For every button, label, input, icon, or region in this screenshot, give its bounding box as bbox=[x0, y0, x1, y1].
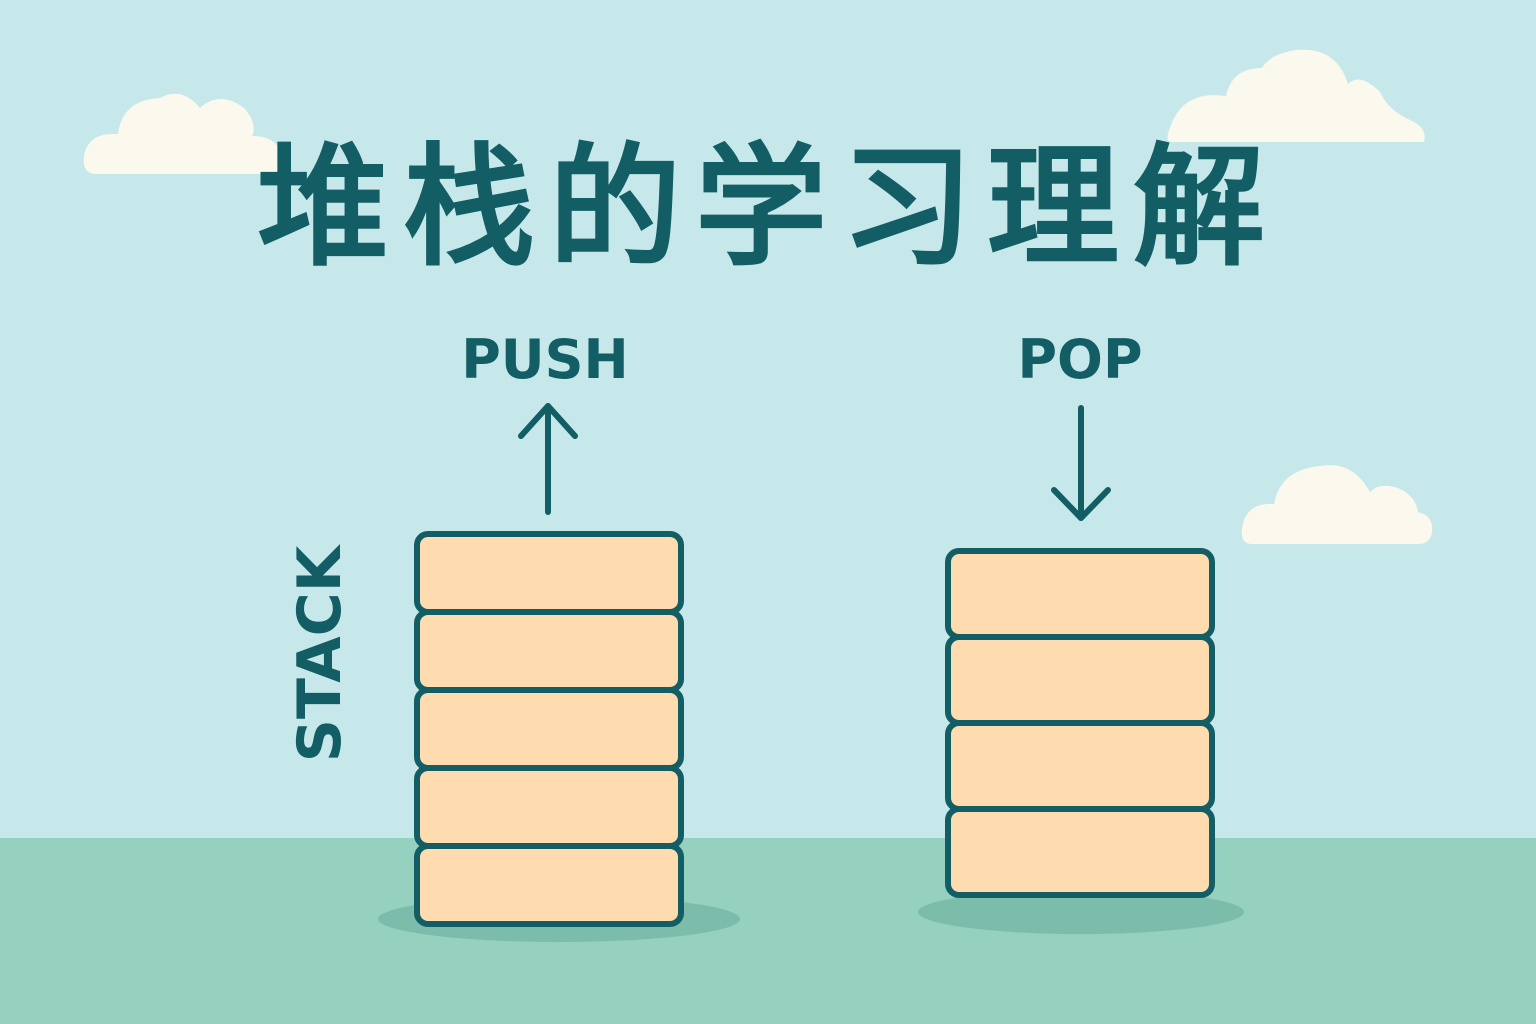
stack-block bbox=[945, 720, 1215, 812]
push-label: PUSH bbox=[461, 328, 629, 391]
cloud-icon bbox=[83, 93, 282, 174]
stack-block bbox=[945, 634, 1215, 726]
stack-block bbox=[945, 548, 1215, 640]
page-title: 堆栈的学习理解 bbox=[257, 131, 1279, 285]
push-stack bbox=[414, 531, 684, 927]
pop-stack bbox=[945, 548, 1215, 898]
arrow-down-icon bbox=[1051, 405, 1111, 521]
stack-label: STACK bbox=[285, 545, 355, 763]
stack-block bbox=[414, 609, 684, 693]
stack-block bbox=[414, 687, 684, 771]
ground-strip bbox=[0, 838, 1536, 1024]
pop-label: POP bbox=[1017, 328, 1143, 391]
stack-block bbox=[414, 531, 684, 615]
stack-block bbox=[414, 843, 684, 927]
stack-block bbox=[414, 765, 684, 849]
cloud-icon bbox=[1167, 49, 1425, 142]
stack-block bbox=[945, 806, 1215, 898]
cloud-icon bbox=[1241, 465, 1433, 544]
arrow-up-icon bbox=[518, 403, 578, 515]
